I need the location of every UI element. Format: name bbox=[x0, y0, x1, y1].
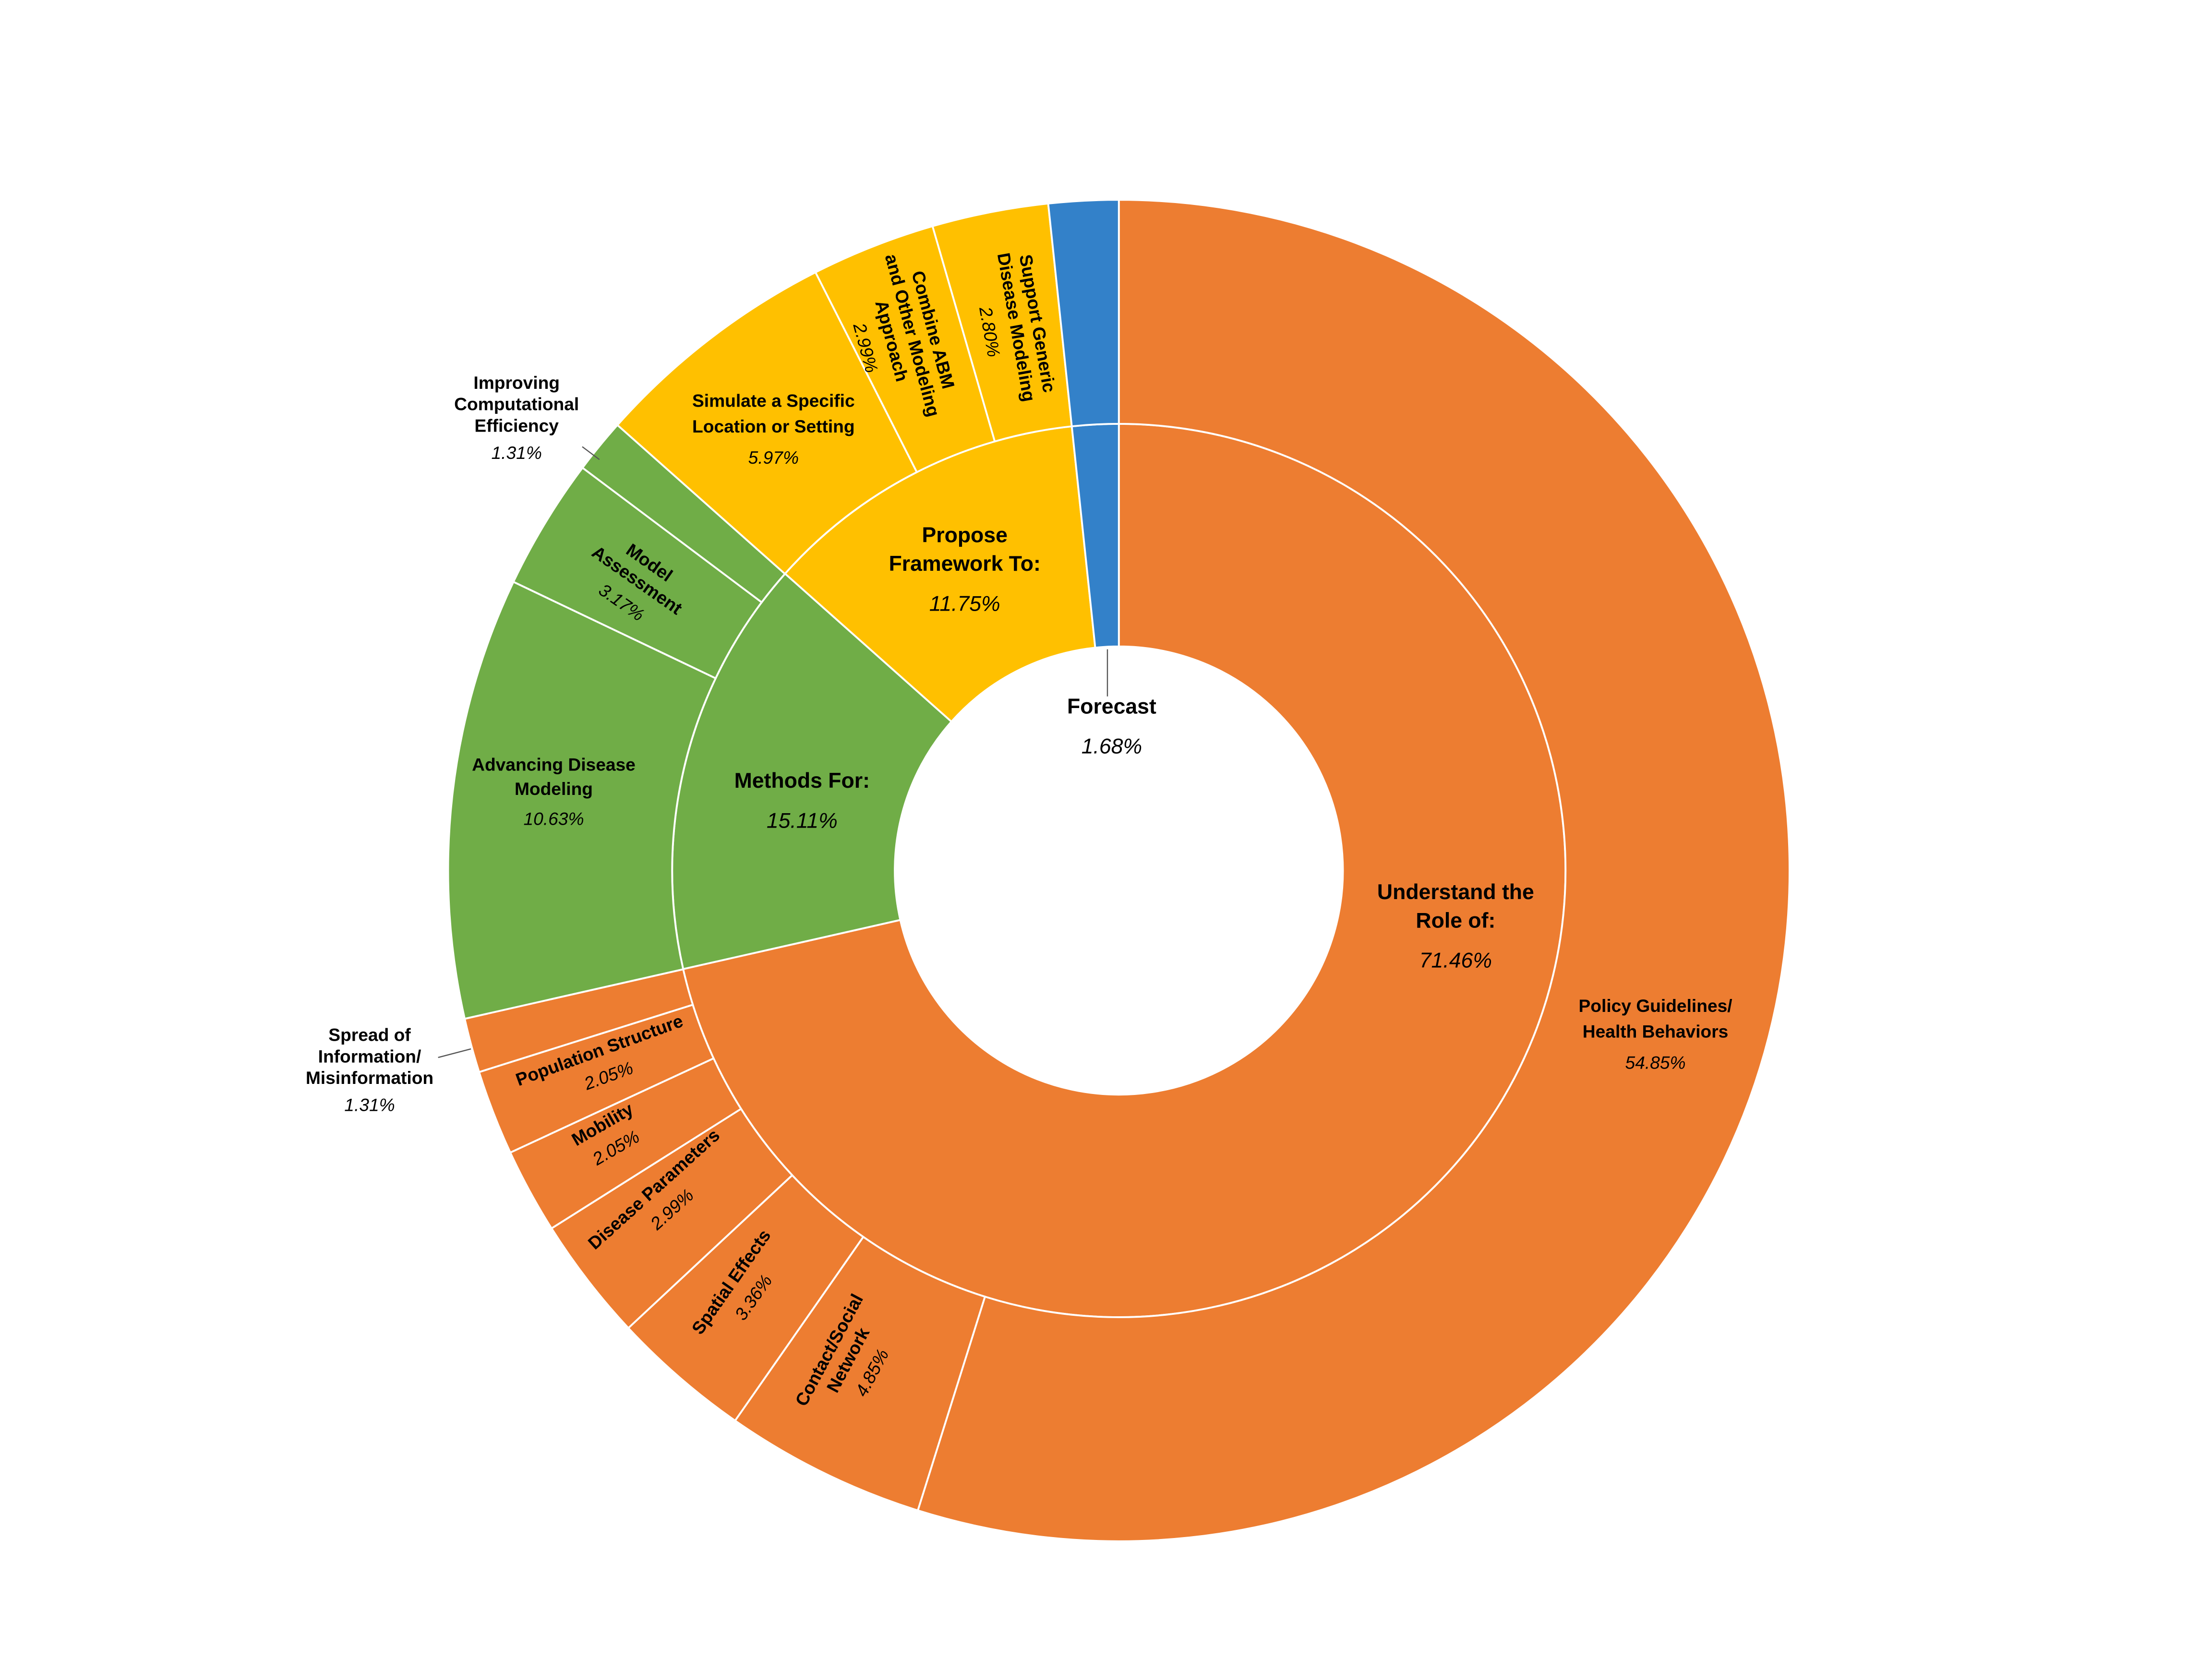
segment-name: Improving bbox=[473, 373, 560, 393]
improving-leader-line bbox=[582, 446, 600, 460]
segment-percent: 15.11% bbox=[767, 809, 838, 832]
segment-name: Propose bbox=[922, 524, 1008, 547]
segment-percent: 11.75% bbox=[929, 592, 1000, 615]
segment-name: Role of: bbox=[1416, 909, 1495, 932]
segment-name: Location or Setting bbox=[692, 416, 855, 436]
segment-name: Modeling bbox=[515, 779, 593, 799]
segment-name: Methods For: bbox=[734, 769, 870, 793]
outer-segment-7 bbox=[447, 580, 717, 1020]
segment-percent: 1.68% bbox=[1082, 735, 1142, 758]
segment-name: Spread of bbox=[328, 1025, 411, 1045]
segment-name: Policy Guidelines/ bbox=[1579, 996, 1732, 1016]
segment-name: Efficiency bbox=[474, 415, 559, 435]
segment-name: Advancing Disease bbox=[472, 754, 636, 774]
segment-percent: 1.31% bbox=[492, 443, 542, 463]
outer-label-0: Policy Guidelines/Health Behaviors 54.85% bbox=[1579, 996, 1732, 1073]
segment-name: Framework To: bbox=[889, 552, 1041, 576]
segment-name: Forecast bbox=[1067, 695, 1156, 718]
segment-name: Misinformation bbox=[306, 1068, 433, 1088]
spread-leader-line bbox=[438, 1048, 471, 1058]
segment-name: Information/ bbox=[318, 1046, 421, 1066]
outer-segment-13 bbox=[1047, 199, 1120, 428]
segment-name: Health Behaviors bbox=[1583, 1021, 1729, 1041]
segment-percent: 54.85% bbox=[1625, 1053, 1686, 1073]
segment-name: Simulate a Specific bbox=[692, 390, 855, 410]
segment-percent: 10.63% bbox=[523, 808, 584, 829]
inner-label-1: Methods For: 15.11% bbox=[734, 769, 870, 832]
outer-segment-0 bbox=[916, 199, 1791, 1542]
segment-name: Understand the bbox=[1377, 880, 1534, 904]
segment-name: Computational bbox=[454, 394, 579, 414]
chart-segments bbox=[447, 199, 1791, 1542]
segment-percent: 71.46% bbox=[1419, 949, 1492, 973]
inner-label-3: Forecast 1.68% bbox=[1067, 695, 1156, 758]
segment-percent: 1.31% bbox=[344, 1094, 395, 1115]
segment-percent: 5.97% bbox=[748, 447, 799, 468]
